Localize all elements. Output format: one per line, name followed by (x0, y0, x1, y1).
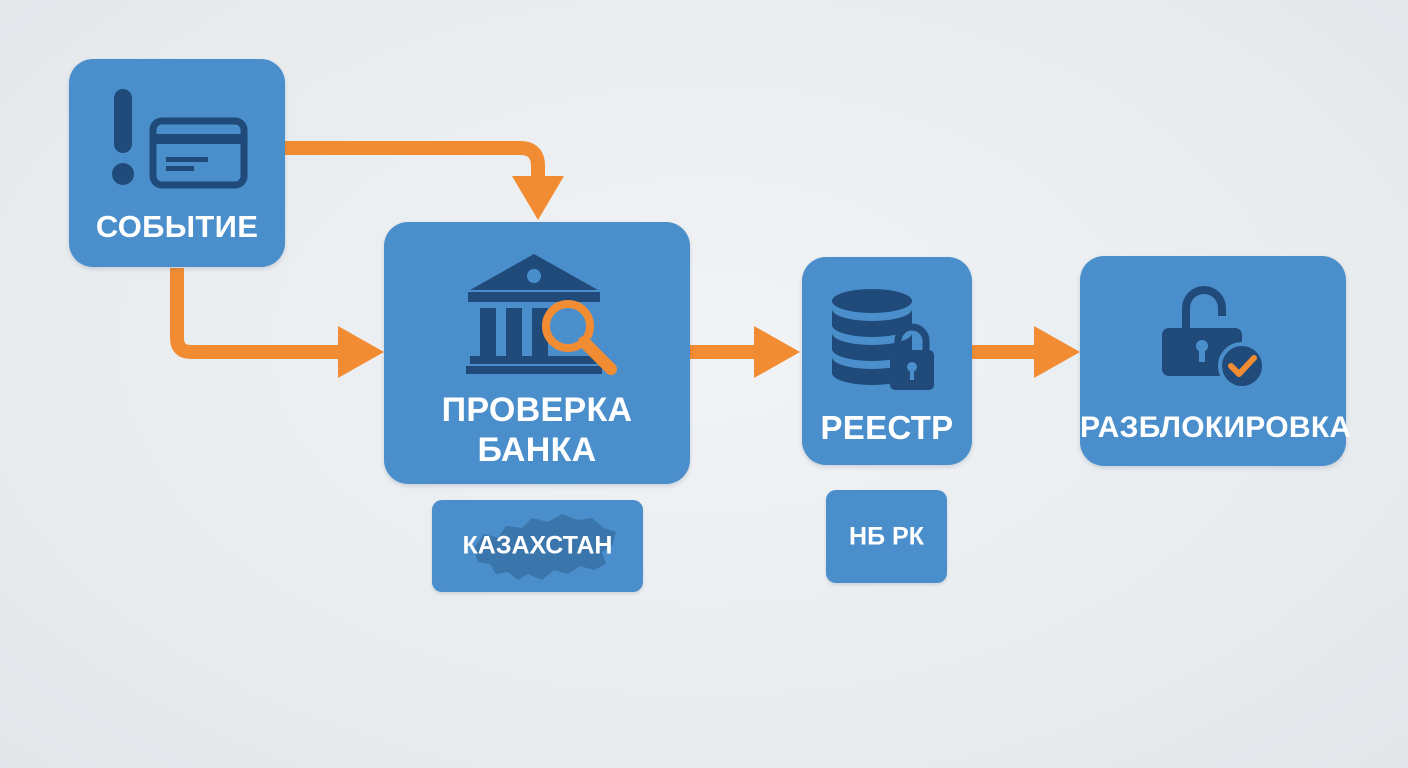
bank-search-icon (466, 254, 617, 375)
node-registry: РЕЕСТР (802, 257, 972, 465)
tag-kazakhstan: КАЗАХСТАН (432, 500, 643, 592)
arrowhead-event-to-bank-left (338, 326, 384, 378)
unlock-check-icon (1162, 286, 1266, 390)
node-registry-label: РЕЕСТР (820, 409, 954, 446)
arrowhead-bank-to-registry (754, 326, 800, 378)
edge-event-to-bank-left (170, 268, 345, 359)
edge-event-to-bank-top (285, 141, 545, 180)
kazakhstan-map-icon (474, 514, 616, 580)
database-lock-icon (832, 289, 934, 390)
alert-card-icon (112, 89, 248, 189)
arrowhead-event-to-bank-top (512, 176, 564, 220)
node-event-label: СОБЫТИЕ (95, 209, 259, 244)
node-event: СОБЫТИЕ (69, 59, 285, 267)
tag-kazakhstan-label: КАЗАХСТАН (462, 531, 613, 560)
tag-nbrk: НБ РК (826, 490, 947, 583)
node-bank-check: ПРОВЕРКА БАНКА (384, 222, 690, 484)
tag-nbrk-label: НБ РК (849, 522, 924, 550)
node-unblock: РАЗБЛОКИРОВКА (1080, 256, 1352, 466)
node-unblock-label: РАЗБЛОКИРОВКА (1080, 411, 1352, 444)
node-bank-check-label: ПРОВЕРКА БАНКА (441, 391, 633, 469)
arrowhead-registry-to-unblock (1034, 326, 1080, 378)
